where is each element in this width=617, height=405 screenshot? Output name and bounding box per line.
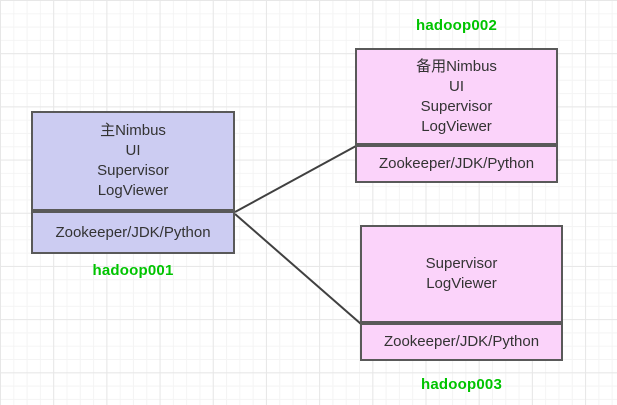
node-hadoop002-services-text: 备用Nimbus UI Supervisor LogViewer [416, 57, 497, 135]
connector-hadoop001-hadoop003[interactable] [234, 213, 362, 325]
node-hadoop001-runtime-box[interactable]: Zookeeper/JDK/Python [31, 211, 235, 254]
connector-hadoop001-hadoop002[interactable] [234, 145, 357, 213]
node-hadoop002-runtime-box[interactable]: Zookeeper/JDK/Python [355, 145, 558, 183]
node-hadoop001-label[interactable]: hadoop001 [92, 262, 174, 279]
node-hadoop003-runtime-box[interactable]: Zookeeper/JDK/Python [360, 323, 563, 361]
node-hadoop002-label[interactable]: hadoop002 [416, 17, 497, 34]
node-hadoop003-services-text: Supervisor LogViewer [425, 255, 498, 292]
node-hadoop001-services-text: 主Nimbus UI Supervisor LogViewer [97, 122, 169, 199]
node-hadoop002-runtime-text: Zookeeper/JDK/Python [378, 155, 535, 172]
node-hadoop001-runtime-text: Zookeeper/JDK/Python [55, 223, 211, 241]
node-hadoop002-services-box[interactable]: 备用Nimbus UI Supervisor LogViewer [355, 48, 558, 145]
node-hadoop001-services-box[interactable]: 主Nimbus UI Supervisor LogViewer [31, 111, 235, 211]
node-hadoop003-label[interactable]: hadoop003 [421, 376, 502, 393]
node-hadoop003-services-box[interactable]: Supervisor LogViewer [360, 225, 563, 323]
node-hadoop003-runtime-text: Zookeeper/JDK/Python [383, 333, 540, 350]
